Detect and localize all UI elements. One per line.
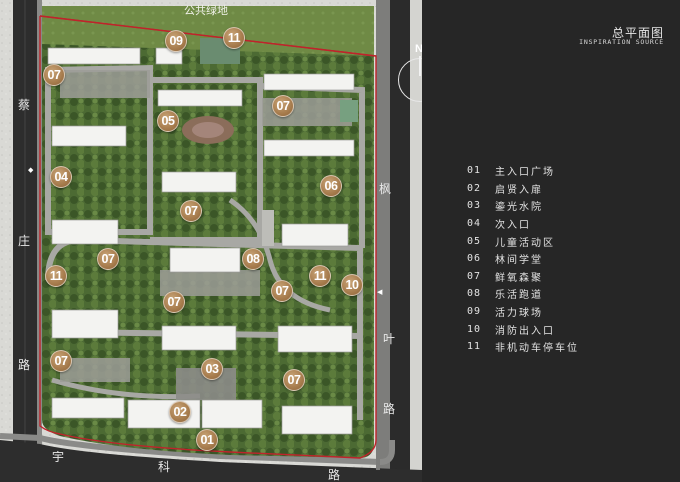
page-title: 总平面图: [611, 26, 664, 40]
legend-label: 乐活跑道: [495, 290, 543, 302]
map-marker-07: 07: [163, 291, 185, 313]
legend-item: 10 消防出入口: [467, 320, 579, 338]
legend-num: 07: [467, 270, 482, 282]
east-entry-arrow-icon: ◀: [377, 288, 383, 296]
south-road-char-2: 科: [158, 460, 171, 474]
legend-label: 林间学堂: [495, 255, 543, 267]
map-marker-10: 10: [341, 274, 363, 296]
map-marker-05: 05: [157, 110, 179, 132]
map-marker-07: 07: [180, 200, 202, 222]
legend-item: 05 儿童活动区: [467, 232, 579, 250]
map-marker-11: 11: [223, 27, 245, 49]
legend-label: 消防出入口: [495, 325, 555, 337]
map-marker-08: 08: [242, 248, 264, 270]
legend-num: 10: [467, 323, 482, 335]
map-marker-07: 07: [43, 64, 65, 86]
north-label: N: [415, 43, 423, 55]
map-marker-07: 07: [283, 369, 305, 391]
west-road-char-2: 庄: [18, 234, 31, 248]
legend-item: 08 乐活跑道: [467, 285, 579, 303]
west-road-char-3: 路: [18, 358, 31, 372]
public-green-label: 公共绿地: [184, 4, 228, 17]
east-road-char-2: 叶: [383, 332, 396, 346]
south-road-char-3: 路: [328, 468, 341, 482]
legend-item: 02 启贤入扉: [467, 180, 579, 198]
legend-label: 儿童活动区: [495, 237, 555, 249]
legend-label: 主入口广场: [495, 167, 555, 179]
map-marker-02: 02: [169, 401, 191, 423]
legend-num: 09: [467, 306, 482, 318]
legend-item: 09 活力球场: [467, 303, 579, 321]
legend-num: 01: [467, 165, 482, 177]
west-road-char-1: 蔡: [18, 98, 31, 112]
west-entry-arrow-icon: ◆: [28, 166, 34, 174]
map-marker-11: 11: [309, 265, 331, 287]
map-marker-07: 07: [272, 95, 294, 117]
east-road-char-1: 枫: [379, 182, 392, 196]
map-marker-07: 07: [50, 350, 72, 372]
legend-label: 鲜氧森聚: [495, 272, 543, 284]
page-subtitle: INSPIRATION SOURCE: [579, 38, 664, 46]
south-road-char-1: 宇: [52, 450, 65, 464]
map-marker-07: 07: [271, 280, 293, 302]
legend-num: 04: [467, 218, 482, 230]
legend-item: 04 次入口: [467, 215, 579, 233]
legend-item: 11 非机动车停车位: [467, 338, 579, 356]
north-arrow-icon: [419, 56, 421, 76]
legend-label: 鎏光水院: [495, 202, 543, 214]
map-marker-09: 09: [165, 30, 187, 52]
legend-num: 03: [467, 200, 482, 212]
map-marker-03: 03: [201, 358, 223, 380]
legend-item: 03 鎏光水院: [467, 197, 579, 215]
legend-label: 活力球场: [495, 308, 543, 320]
map-marker-07: 07: [97, 248, 119, 270]
legend-item: 01 主入口广场: [467, 162, 579, 180]
map-marker-01: 01: [196, 429, 218, 451]
legend-panel: 总平面图 INSPIRATION SOURCE: [422, 0, 680, 482]
legend-num: 02: [467, 182, 482, 194]
legend-label: 启贤入扉: [495, 184, 543, 196]
map-marker-06: 06: [320, 175, 342, 197]
legend-item: 07 鲜氧森聚: [467, 268, 579, 286]
map-marker-11: 11: [45, 265, 67, 287]
legend-num: 11: [467, 341, 482, 353]
legend-num: 06: [467, 253, 482, 265]
east-road-char-3: 路: [383, 402, 396, 416]
legend-list: 01 主入口广场 02 启贤入扉 03 鎏光水院 04 次入口 05 儿童活动区 06 林间…: [467, 162, 579, 356]
legend-item: 06 林间学堂: [467, 250, 579, 268]
legend-num: 08: [467, 288, 482, 300]
legend-label: 非机动车停车位: [495, 343, 579, 355]
legend-label: 次入口: [495, 220, 531, 232]
map-marker-04: 04: [50, 166, 72, 188]
site-plan-map: 公共绿地 蔡 庄 路 枫 叶 路 宇 科 路 ◆ ◀ 09 11 07 07 05 04 0…: [0, 0, 422, 482]
legend-num: 05: [467, 235, 482, 247]
